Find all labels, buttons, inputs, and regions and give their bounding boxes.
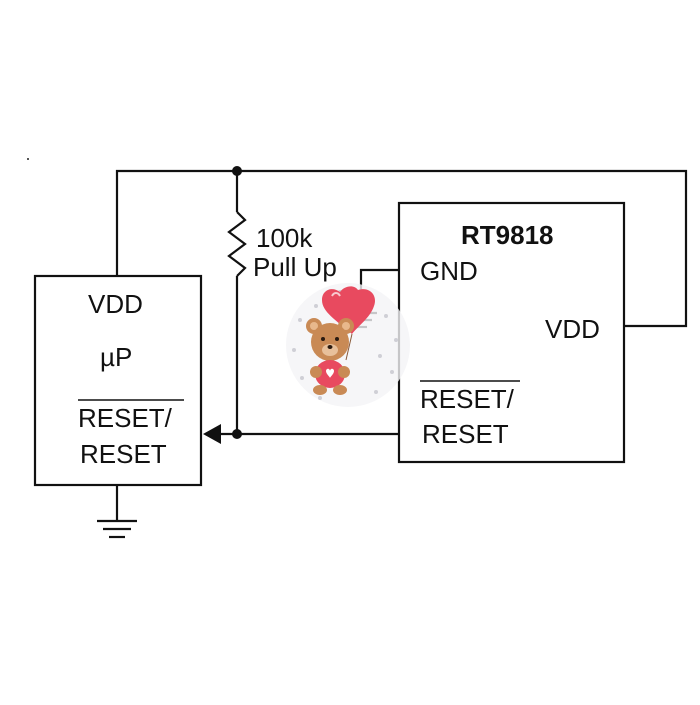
microprocessor-box xyxy=(33,274,203,487)
resistor-desc-label: Pull Up xyxy=(253,252,337,282)
pull-up-resistor xyxy=(227,211,247,277)
ic-gnd-label: GND xyxy=(420,256,478,286)
stray-dot xyxy=(27,158,29,160)
up-name-label: µP xyxy=(100,342,132,372)
ic-reset-label-line1: RESET/ xyxy=(420,384,515,414)
ic-reset-label-line2: RESET xyxy=(422,419,509,449)
up-vdd-label: VDD xyxy=(88,289,143,319)
reset-arrow-icon xyxy=(203,424,221,444)
up-reset-label-line1: RESET/ xyxy=(78,403,173,433)
ic-vdd-label: VDD xyxy=(545,314,600,344)
up-reset-label-line2: RESET xyxy=(80,439,167,469)
bear-sticker-image xyxy=(286,283,410,407)
vdd-wire xyxy=(115,169,688,328)
resistor-value-label: 100k xyxy=(256,223,313,253)
ic-title: RT9818 xyxy=(461,220,554,250)
